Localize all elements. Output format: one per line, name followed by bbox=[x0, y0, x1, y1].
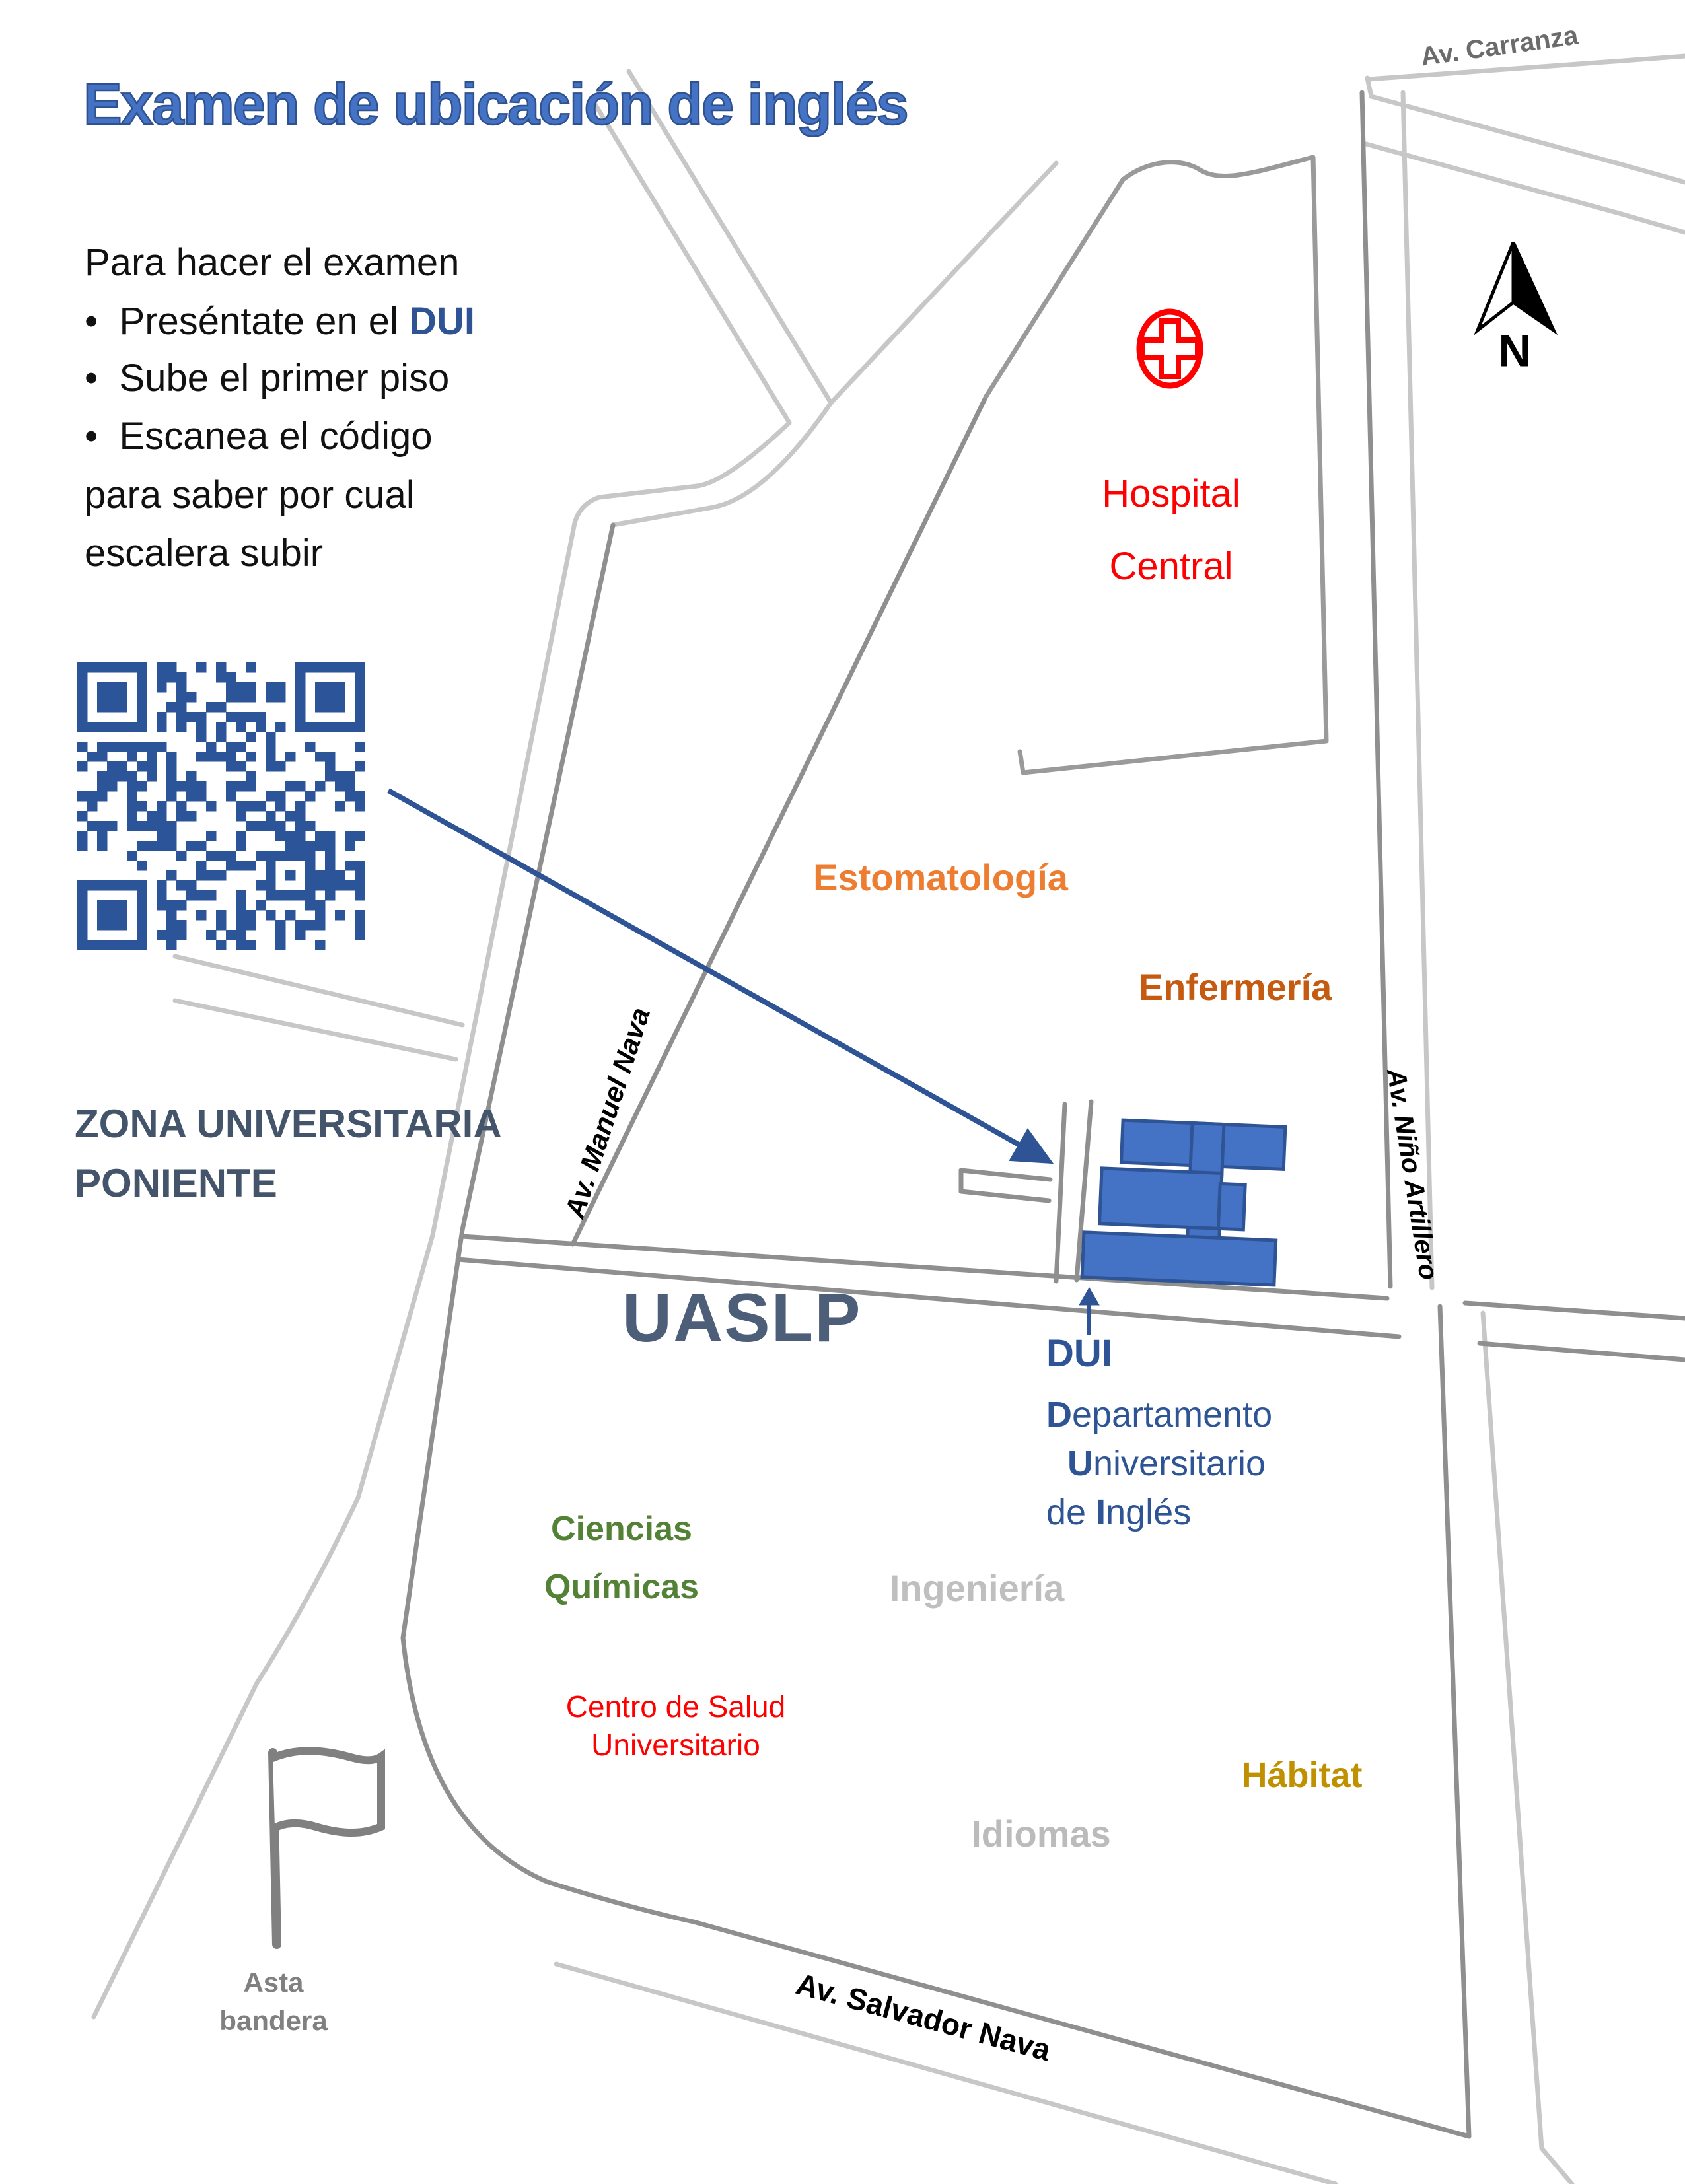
road-carranza-median bbox=[1366, 53, 1685, 82]
instruction-cont-1: para saber por cual bbox=[85, 474, 415, 516]
dui-building-middle-bump bbox=[1216, 1181, 1247, 1232]
instruction-bullet-3: • Escanea el código bbox=[85, 415, 433, 458]
uaslp-label: UASLP bbox=[622, 1280, 862, 1356]
road-carranza-south-edge bbox=[1363, 141, 1685, 235]
flag-icon bbox=[268, 1747, 385, 1949]
qr-to-dui-arrow bbox=[387, 788, 1054, 1164]
compass-north-label: N bbox=[1498, 326, 1531, 376]
enfermeria-label: Enfermería bbox=[1138, 966, 1332, 1008]
dui-initial-u: U bbox=[1067, 1444, 1093, 1483]
road-top-street-east-edge bbox=[610, 69, 834, 528]
road-dui-north-edge bbox=[460, 1234, 1390, 1301]
asta-bandera-line2: bandera bbox=[219, 2005, 328, 2036]
ingenieria-label: Ingeniería bbox=[889, 1567, 1065, 1609]
road-dui-south-edge bbox=[455, 1257, 1402, 1339]
street-dui-stub bbox=[958, 1189, 1052, 1203]
estomatologia-label: Estomatología bbox=[813, 857, 1068, 898]
road-manuel-nava-west-edge bbox=[91, 95, 792, 2020]
road-midleft-street bbox=[172, 998, 458, 1062]
hospital-central-line2: Central bbox=[1109, 545, 1233, 588]
road-nino-artillero-east-edge-south bbox=[1480, 1310, 1575, 2184]
instruction-3-text: Escanea el código bbox=[119, 415, 433, 458]
dui-de-ingles-label: de Inglés bbox=[1046, 1494, 1191, 1532]
road-midleft-street bbox=[172, 954, 465, 1028]
dui-initial-d: D bbox=[1046, 1395, 1072, 1434]
road-dui-south-edge bbox=[1477, 1341, 1685, 1362]
hospital-cross-icon bbox=[1136, 308, 1203, 389]
hospital-block-outline bbox=[984, 155, 1329, 775]
instruction-cont-2: escalera subir bbox=[85, 532, 324, 575]
hospital-central-line1: Hospital bbox=[1102, 472, 1240, 515]
dui-abbr-label: DUI bbox=[1046, 1332, 1112, 1375]
bullet-icon: • bbox=[85, 300, 98, 343]
dui-building-bottom-wing bbox=[1080, 1230, 1278, 1287]
hospital-block-stub bbox=[1017, 749, 1026, 775]
road-carranza-north-edge bbox=[1369, 94, 1685, 185]
bullet-icon: • bbox=[85, 357, 98, 400]
page-title: Examen de ubicación de inglés bbox=[83, 71, 910, 137]
dui-word-rest: niversitario bbox=[1093, 1444, 1266, 1483]
ciencias-quimicas-line2: Químicas bbox=[544, 1568, 699, 1606]
road-carranza-median-cap bbox=[1365, 75, 1374, 99]
dui-initial-i: I bbox=[1096, 1493, 1106, 1532]
dui-word-rest: nglés bbox=[1106, 1493, 1192, 1532]
zona-universitaria-line2: PONIENTE bbox=[75, 1161, 277, 1205]
asta-bandera-line1: Asta bbox=[243, 1967, 304, 1998]
instruction-2-text: Sube el primer piso bbox=[119, 357, 450, 400]
dui-word-rest: epartamento bbox=[1072, 1395, 1273, 1434]
qr-code bbox=[77, 662, 365, 950]
road-salvador-nava-south-edge bbox=[554, 1961, 1338, 2184]
road-dui-north-edge bbox=[1462, 1300, 1685, 1321]
instructions-intro: Para hacer el examen bbox=[85, 241, 460, 284]
zona-universitaria-line1: ZONA UNIVERSITARIA bbox=[75, 1102, 502, 1146]
habitat-label: Hábitat bbox=[1241, 1755, 1363, 1795]
dui-word-pre: de bbox=[1046, 1493, 1096, 1532]
road-estomatologia-diagonal bbox=[570, 394, 989, 1247]
idiomas-label: Idiomas bbox=[971, 1813, 1111, 1854]
instruction-bullet-2: • Sube el primer piso bbox=[85, 357, 450, 400]
street-dui-vertical bbox=[1054, 1102, 1067, 1284]
instruction-bullet-1: • Preséntate en el DUI bbox=[85, 300, 475, 343]
road-nino-artillero-east-edge bbox=[1400, 90, 1435, 1290]
north-arrow-icon bbox=[1474, 241, 1558, 335]
road-nino-artillero-west-edge bbox=[1359, 90, 1393, 1289]
centro-salud-line1: Centro de Salud bbox=[565, 1689, 786, 1724]
dui-highlight: DUI bbox=[409, 300, 475, 343]
dui-building-middle-wing bbox=[1097, 1166, 1224, 1230]
street-dui-vertical bbox=[1074, 1099, 1094, 1283]
dui-departamento-label: Departamento bbox=[1046, 1396, 1272, 1434]
dui-label-arrow bbox=[1079, 1286, 1100, 1335]
dui-building bbox=[1080, 1118, 1287, 1287]
road-manuel-nava-east-edge-and-boundary bbox=[400, 522, 1472, 2139]
instruction-1-text: Preséntate en el bbox=[119, 300, 410, 343]
ciencias-quimicas-line1: Ciencias bbox=[551, 1510, 692, 1548]
bullet-icon: • bbox=[85, 415, 98, 458]
dui-universitario-label: Universitario bbox=[1067, 1445, 1266, 1483]
road-hospital-west-arm bbox=[828, 160, 1059, 405]
street-dui-stub bbox=[958, 1168, 1053, 1182]
centro-salud-line2: Universitario bbox=[591, 1728, 760, 1762]
